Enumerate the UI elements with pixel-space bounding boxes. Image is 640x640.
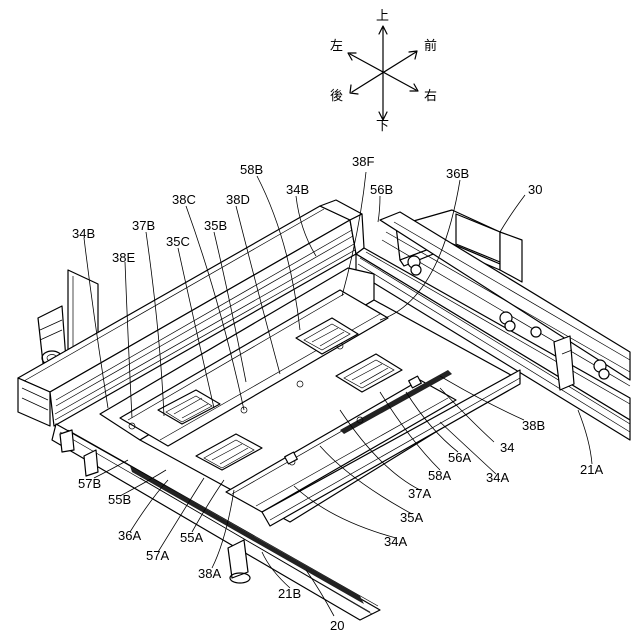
label-38E: 38E xyxy=(112,250,135,265)
label-35C: 35C xyxy=(166,234,190,249)
label-30: 30 xyxy=(528,182,542,197)
label-55A: 55A xyxy=(180,530,203,545)
label-21B: 21B xyxy=(278,586,301,601)
label-36B: 36B xyxy=(446,166,469,181)
label-58B: 58B xyxy=(240,162,263,177)
label-20: 20 xyxy=(330,618,344,633)
dir-front: 前 xyxy=(424,38,437,54)
dir-up: 上 xyxy=(376,9,389,24)
label-37A: 37A xyxy=(408,486,431,501)
dir-left: 左 xyxy=(330,39,343,54)
label-34B-top: 34B xyxy=(286,182,309,197)
direction-compass: 上 下 左 前 後 右 xyxy=(330,9,437,134)
dir-right: 右 xyxy=(424,89,437,104)
label-56A: 56A xyxy=(448,450,471,465)
dir-back: 後 xyxy=(330,89,343,104)
label-38A: 38A xyxy=(198,566,221,581)
label-58A: 58A xyxy=(428,468,451,483)
label-34B-left: 34B xyxy=(72,226,95,241)
label-37B: 37B xyxy=(132,218,155,233)
label-34A-right: 34A xyxy=(486,470,509,485)
machine-drawing xyxy=(18,200,630,620)
label-56B: 56B xyxy=(370,182,393,197)
label-38D: 38D xyxy=(226,192,250,207)
dir-down: 下 xyxy=(376,119,389,134)
label-35B: 35B xyxy=(204,218,227,233)
label-57B: 57B xyxy=(78,476,101,491)
label-21A: 21A xyxy=(580,462,603,477)
label-55B: 55B xyxy=(108,492,131,507)
label-36A: 36A xyxy=(118,528,141,543)
label-57A: 57A xyxy=(146,548,169,563)
label-38C: 38C xyxy=(172,192,196,207)
label-35A: 35A xyxy=(400,510,423,525)
label-34: 34 xyxy=(500,440,514,455)
label-38B: 38B xyxy=(522,418,545,433)
label-34A-bottom: 34A xyxy=(384,534,407,549)
label-38F: 38F xyxy=(352,154,374,169)
